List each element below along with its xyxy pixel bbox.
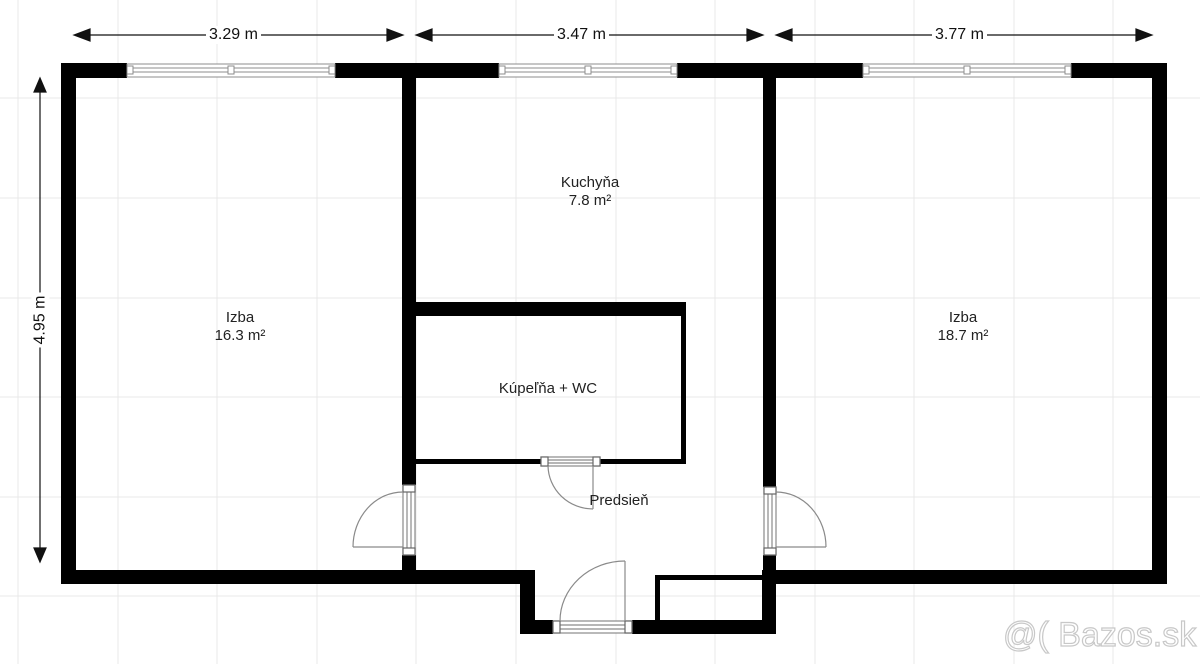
door-right-izba [763, 486, 827, 556]
room-predsien: Predsieň [589, 492, 648, 510]
doors [352, 456, 827, 634]
windows [126, 63, 1072, 78]
room-area: 7.8 m² [568, 192, 612, 209]
room-izba-right: Izba 18.7 m² [938, 309, 989, 345]
walls [61, 63, 1167, 634]
room-kuchyna: Kuchyňa 7.8 m² [561, 174, 619, 210]
dimension-left-height: 4.95 m [31, 292, 50, 348]
door-bathroom [540, 456, 601, 510]
dimension-top-middle: 3.47 m [554, 26, 609, 44]
window-right [862, 63, 1072, 78]
window-kitchen [498, 63, 678, 78]
window-left [126, 63, 336, 78]
room-area: 16.3 m² [214, 327, 266, 344]
door-entrance [552, 560, 633, 634]
room-name: Izba [225, 309, 255, 326]
room-izba-left: Izba 16.3 m² [215, 309, 266, 345]
room-area: 18.7 m² [937, 327, 989, 344]
room-name: Predsieň [589, 492, 649, 509]
room-name: Izba [948, 309, 978, 326]
room-name: Kuchyňa [560, 174, 620, 191]
dimension-top-left: 3.29 m [206, 26, 261, 44]
bazos-watermark: @( Bazos.sk [1002, 615, 1197, 654]
room-name: Kúpeľňa + WC [498, 380, 598, 397]
dimension-top-right: 3.77 m [932, 26, 987, 44]
door-left-izba [352, 484, 416, 556]
room-kupelna: Kúpeľňa + WC [499, 380, 597, 398]
